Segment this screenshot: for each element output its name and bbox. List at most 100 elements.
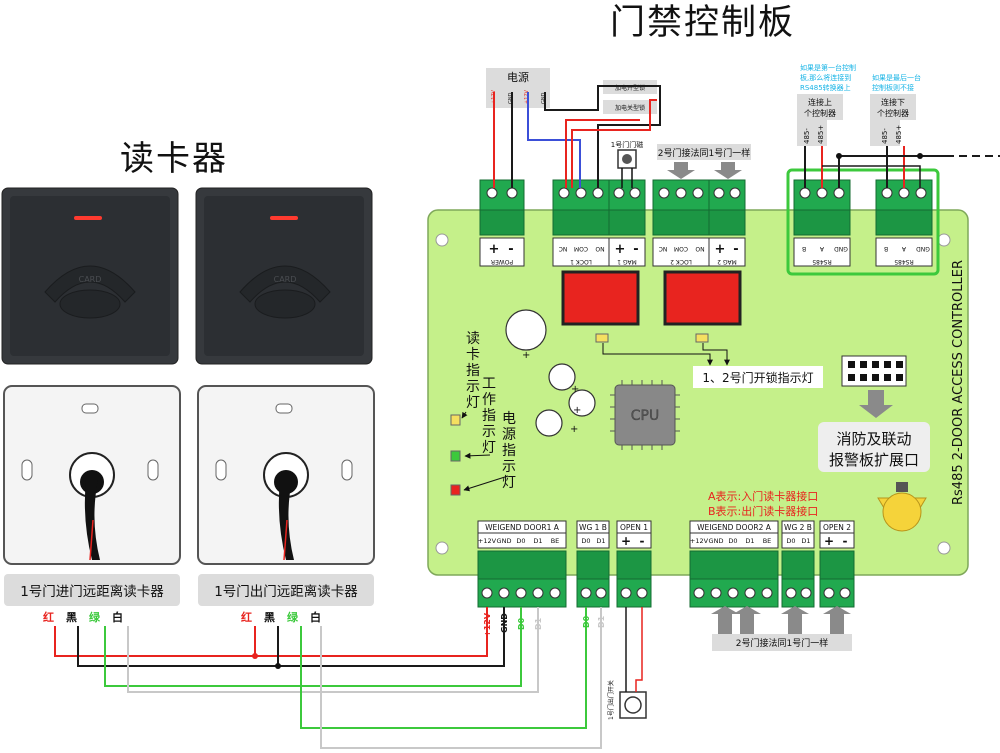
reader-out-caption: 1号门出门远距离读卡器 — [214, 583, 358, 600]
power-pin-plus: + — [489, 242, 500, 257]
wg1b-pin-d0: D0 — [581, 537, 590, 545]
wg1b-name: WG 1 B — [579, 523, 607, 532]
mag1-pin-minus: - — [633, 242, 638, 257]
cpu-label: CPU — [631, 408, 659, 424]
svg-text:个控制器: 个控制器 — [804, 108, 836, 118]
svg-text:示: 示 — [502, 459, 516, 475]
capacitors — [505, 309, 596, 437]
bottom-screws — [481, 587, 851, 599]
top-wires — [493, 85, 661, 188]
wg1a-pin-d0: D0 — [516, 537, 525, 545]
svg-text:读: 读 — [466, 330, 480, 347]
reader-logo-out: CARD — [274, 275, 297, 284]
b-port-note: B表示:出门读卡器接口 — [708, 504, 818, 518]
cpu-chip — [614, 384, 676, 446]
rs485-next-minus: 485- — [881, 128, 889, 144]
svg-text:个控制器: 个控制器 — [877, 108, 909, 118]
expansion-label-2: 报警板扩展口 — [829, 451, 919, 469]
svg-text:+: + — [522, 350, 530, 361]
door-open-led-label: 1、2号门开锁指示灯 — [702, 370, 813, 385]
svg-text:源: 源 — [502, 427, 516, 443]
in-wire-green: 绿 — [89, 610, 101, 624]
rs485a-pin-b: B — [802, 245, 806, 252]
svg-text:灯: 灯 — [502, 475, 516, 491]
door2-bottom-arrows — [711, 606, 851, 636]
open2-name: OPEN 2 — [823, 523, 851, 532]
svg-text:示: 示 — [466, 379, 480, 395]
svg-text:指: 指 — [502, 443, 516, 459]
expansion-pins — [848, 361, 903, 381]
in-wire-black: 黑 — [66, 611, 77, 624]
rs485b-connector-name: RS485 — [894, 258, 914, 265]
board-title: 门禁控制板 — [610, 3, 795, 43]
out-wire-black: 黑 — [264, 611, 275, 624]
reader-title: 读卡器 — [120, 139, 228, 179]
wg2a-name: WEIGEND DOOR2 A — [697, 523, 772, 532]
svg-text:+: + — [573, 405, 581, 416]
svg-text:灯: 灯 — [482, 440, 496, 456]
mag2-connector-name: MAG 2 — [717, 258, 737, 265]
rs485-first-note-2: 板,那么将连接到 — [800, 73, 851, 82]
wg1a-name: WEIGEND DOOR1 A — [485, 523, 560, 532]
wg2b-pin-d0: D0 — [786, 537, 795, 545]
svg-text:示: 示 — [482, 424, 496, 440]
wg2a-pin-d1: D1 — [745, 537, 754, 545]
rs485b-pin-b: B — [884, 245, 888, 252]
wg1a-pin-gnd: GND — [497, 537, 512, 545]
rs485-highlight — [786, 168, 940, 276]
rs485-first-note-3: RS485转换器上 — [800, 83, 851, 92]
lock1-pin-com: COM — [574, 245, 588, 252]
svg-text:+: + — [571, 384, 579, 395]
svg-text:灯: 灯 — [466, 395, 480, 411]
top-connector-labels — [479, 237, 933, 267]
wg1a-pin-d1: D1 — [533, 537, 542, 545]
power-supply-label: 电源 — [507, 70, 529, 84]
rs485-last-note-1: 如果是最后一台 — [872, 73, 921, 82]
lock2-pin-com: COM — [674, 245, 688, 252]
out-wire-green: 绿 — [287, 610, 299, 624]
relay-1 — [561, 270, 640, 326]
mounting-holes — [435, 233, 951, 555]
svg-text:作: 作 — [482, 392, 496, 408]
svg-text:+: + — [570, 424, 578, 435]
rs485-first-note-1: 如果是第一台控制 — [800, 63, 856, 72]
out-wire-white: 白 — [310, 610, 321, 624]
svg-text:指: 指 — [466, 363, 480, 379]
buzzer — [877, 482, 927, 532]
in-wire-red: 红 — [43, 610, 54, 624]
wg1a-pin-be: BE — [551, 537, 560, 545]
in-wire-white: 白 — [112, 610, 123, 624]
lock-close-type: 加电关型锁 — [615, 104, 645, 112]
exit-button-label: 1号门出门开关 — [607, 680, 615, 720]
reader-logo-in: CARD — [79, 275, 102, 284]
svg-text:卡: 卡 — [466, 347, 480, 363]
lock2-connector-name: LOCK 2 — [670, 258, 692, 265]
open2-pin-minus: - — [843, 534, 848, 548]
mag1-connector-name: MAG 1 — [617, 258, 637, 265]
lock1-pin-nc: NC — [559, 245, 568, 252]
mag2-pin-plus: + — [715, 242, 726, 257]
a-port-note: A表示:入门读卡器接口 — [708, 489, 818, 503]
power-supply-box — [486, 68, 550, 108]
reader-wires — [54, 607, 602, 749]
rs485-prev-plus: 485+ — [817, 125, 825, 144]
lock1-pin-no: NO — [595, 245, 604, 252]
rs485a-pin-a: A — [819, 245, 824, 252]
expansion-arrow — [859, 390, 893, 418]
svg-text:连接上: 连接上 — [808, 97, 832, 107]
exit-button — [619, 691, 647, 719]
expansion-label-1: 消防及联动 — [836, 430, 911, 448]
mag2-pin-minus: - — [733, 242, 738, 257]
reader-back-out — [197, 385, 375, 565]
card-reader-out: CARD — [195, 187, 373, 365]
svg-text:电: 电 — [502, 411, 516, 427]
wg2a-pin-gnd: GND — [709, 537, 724, 545]
out-wire-red: 红 — [241, 610, 252, 624]
mag1-pin-plus: + — [615, 242, 626, 257]
open1-pin-minus: - — [640, 534, 645, 548]
svg-text:指: 指 — [482, 408, 496, 424]
